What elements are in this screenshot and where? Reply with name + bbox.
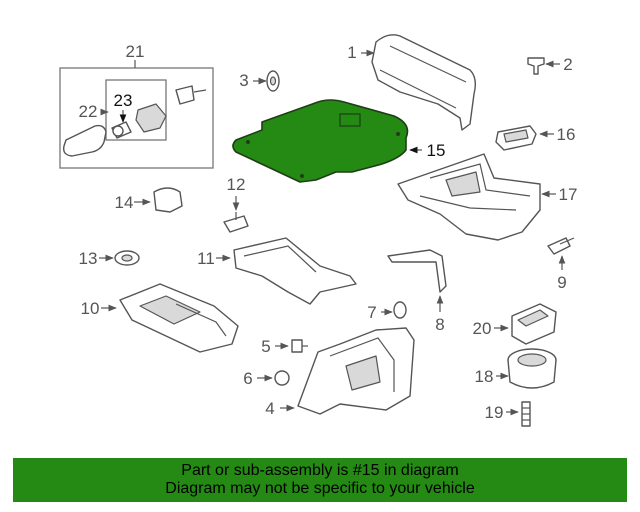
floor-panel-15 (232, 99, 409, 183)
part-12-clip: 12 (223, 175, 249, 233)
callout-9: 9 (557, 273, 566, 292)
callout-5: 5 (261, 337, 270, 356)
tub-17 (397, 153, 541, 241)
callout-11: 11 (197, 249, 215, 268)
strip-8 (387, 249, 447, 293)
part-1-trim-panel: 1 (347, 34, 477, 131)
callout-19: 19 (485, 403, 504, 422)
trim-panel-1 (371, 34, 477, 131)
part-14-cap: 14 (115, 187, 183, 213)
part-10-tray: 10 (81, 283, 239, 353)
part-19-bolt: 19 (485, 401, 531, 427)
callout-21: 21 (126, 42, 145, 61)
part-16-cover: 16 (495, 125, 576, 151)
callout-18: 18 (475, 367, 494, 386)
module-20 (511, 303, 557, 345)
clip-12 (223, 215, 249, 233)
part-20-module: 20 (473, 303, 557, 345)
callout-12: 12 (227, 175, 246, 194)
banner-line-1: Part or sub-assembly is #15 in diagram (181, 462, 459, 479)
callout-8: 8 (435, 315, 444, 334)
part-8-strip: 8 (387, 249, 447, 334)
part-7-grommet: 7 (367, 301, 407, 322)
callout-3: 3 (239, 71, 248, 90)
trim-11 (233, 237, 357, 305)
screw-5 (291, 339, 303, 353)
callout-1: 1 (347, 43, 356, 62)
part-11-trim: 11 (197, 237, 357, 305)
nut-6 (274, 370, 290, 386)
callout-6: 6 (243, 369, 252, 388)
part-5-screw: 5 (261, 337, 308, 356)
part-18-holder: 18 (475, 348, 557, 389)
part-4-side-trim: 4 (265, 327, 415, 418)
cap-14 (153, 187, 183, 213)
clip-2 (527, 57, 545, 75)
callout-10: 10 (81, 299, 100, 318)
part-info-banner: Part or sub-assembly is #15 in diagram D… (13, 458, 627, 502)
part-2-clip: 2 (527, 55, 573, 75)
lens-22 (62, 124, 107, 157)
banner-line-2: Diagram may not be specific to your vehi… (165, 480, 475, 497)
bolt-9 (547, 237, 571, 255)
socket (135, 103, 167, 133)
callout-17: 17 (559, 185, 578, 204)
callout-20: 20 (473, 319, 492, 338)
parts-diagram: 21 23 22 1 2 3 (59, 34, 578, 427)
callout-7: 7 (367, 303, 376, 322)
callout-14: 14 (115, 193, 134, 212)
callout-15: 15 (427, 141, 446, 160)
part-17-tub: 17 (397, 153, 578, 241)
part-15-floor-panel: 15 (232, 99, 446, 183)
part-6-nut: 6 (243, 369, 290, 388)
part-13-grommet: 13 (79, 249, 140, 268)
part-3-retainer: 3 (239, 70, 280, 92)
callout-13: 13 (79, 249, 98, 268)
callout-4: 4 (265, 399, 274, 418)
connector (175, 85, 195, 105)
callout-22: 22 (79, 102, 98, 121)
part-21-group: 21 23 22 (59, 42, 214, 169)
callout-23: 23 (114, 91, 133, 110)
callout-16: 16 (557, 125, 576, 144)
grommet-7 (393, 301, 407, 319)
part-9-bolt: 9 (547, 237, 575, 292)
callout-2: 2 (563, 55, 572, 74)
